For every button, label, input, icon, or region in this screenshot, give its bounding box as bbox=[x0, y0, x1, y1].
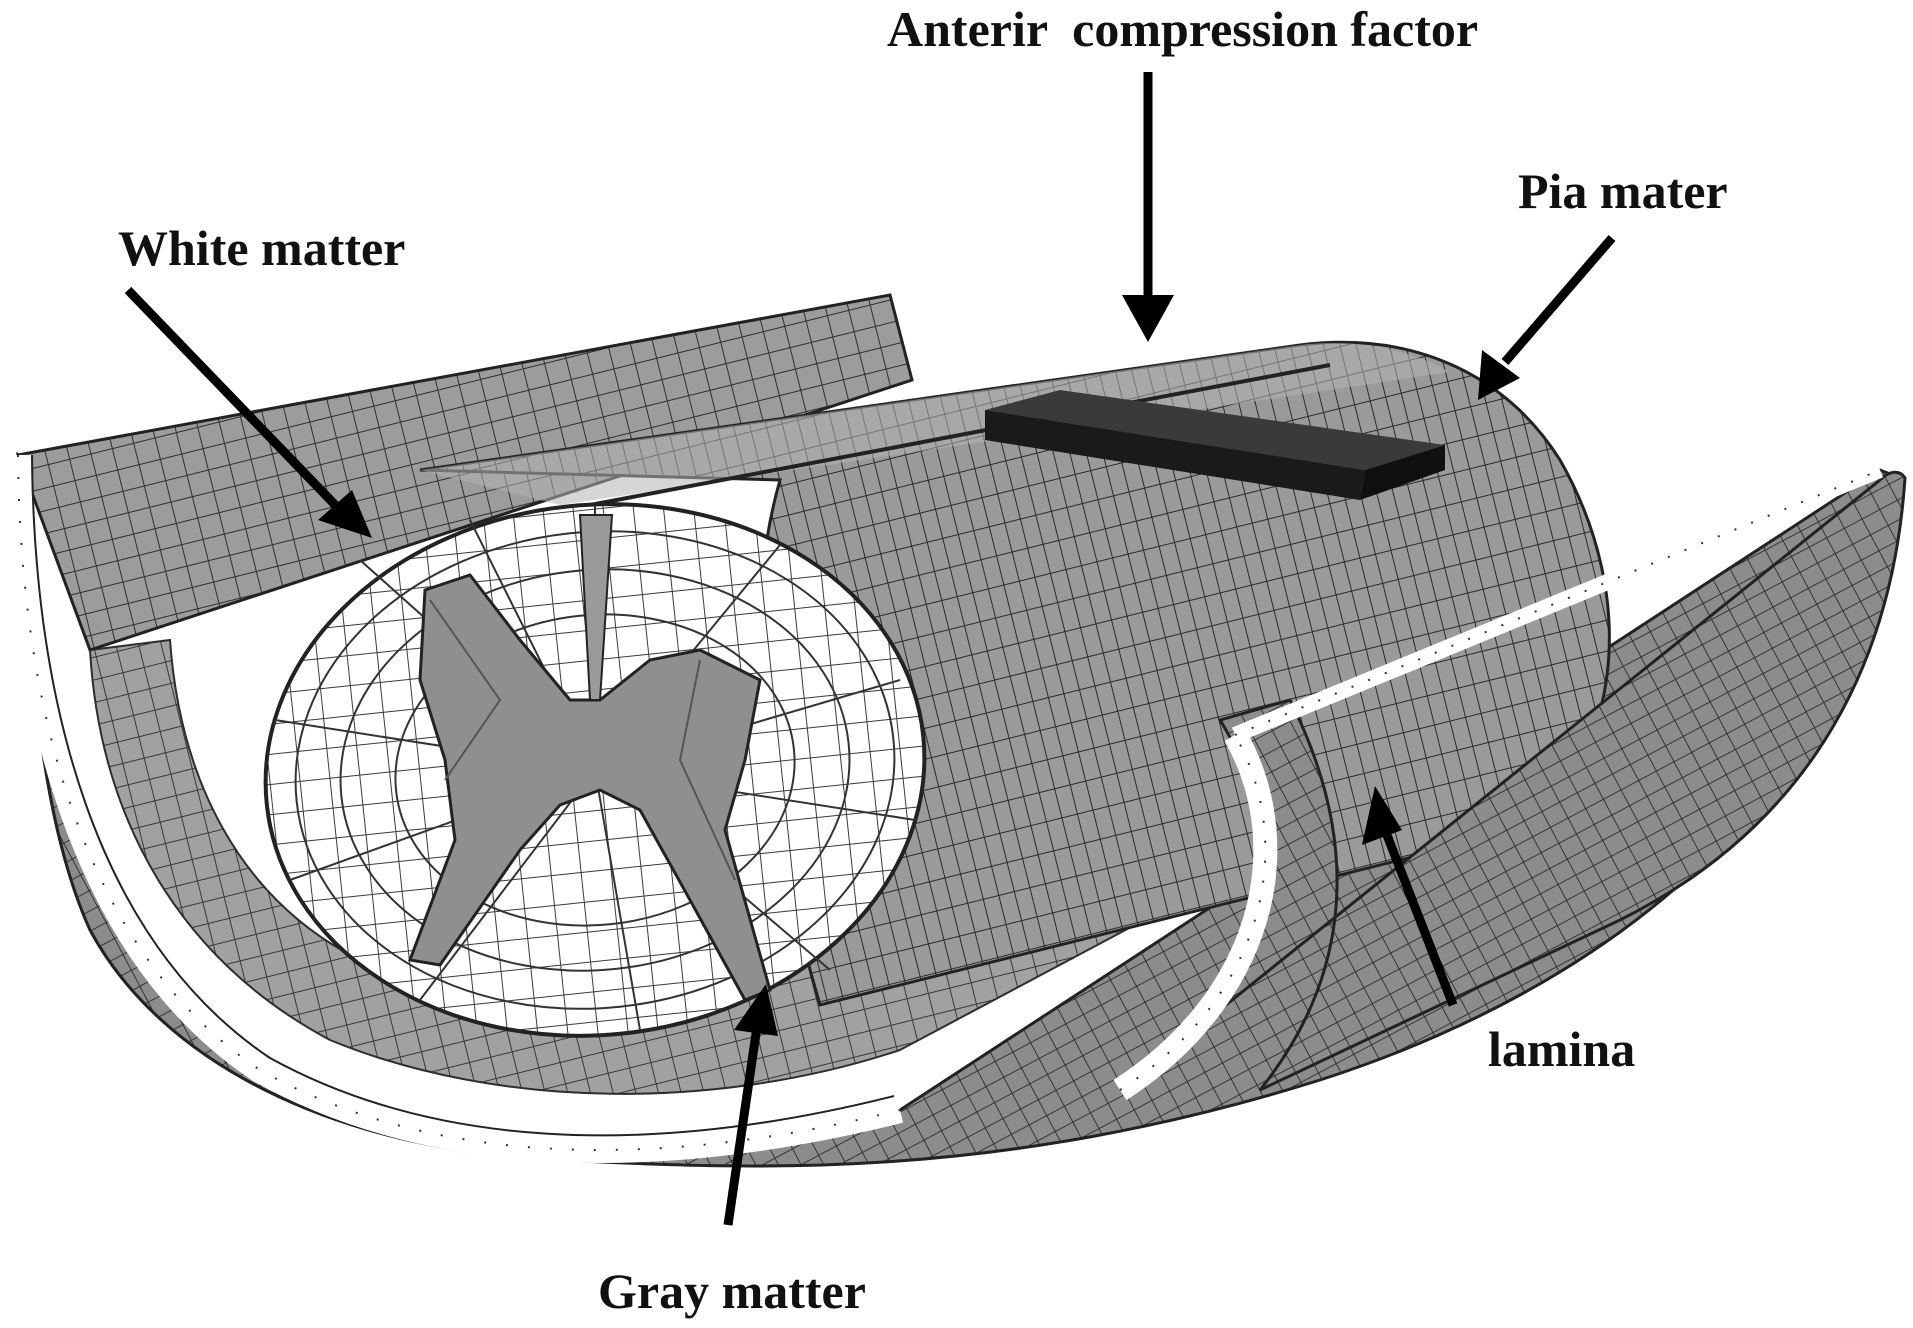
arrow-compression bbox=[1122, 72, 1174, 342]
label-lamina: lamina bbox=[1488, 1021, 1635, 1077]
label-anterior-compression-factor: Anterir compression factor bbox=[887, 1, 1478, 57]
label-white-matter: White matter bbox=[118, 220, 405, 276]
lamina-right-wing bbox=[1113, 462, 1907, 1101]
compression-block bbox=[985, 390, 1445, 500]
cross-section bbox=[263, 502, 927, 1038]
label-gray-matter: Gray matter bbox=[598, 1263, 866, 1319]
arrow-pia-mater bbox=[1478, 235, 1616, 400]
label-pia-mater: Pia mater bbox=[1518, 163, 1728, 219]
arrow-gray-matter bbox=[723, 984, 778, 1226]
arrow-white-matter bbox=[124, 286, 372, 538]
arrow-lamina bbox=[1362, 786, 1458, 1007]
